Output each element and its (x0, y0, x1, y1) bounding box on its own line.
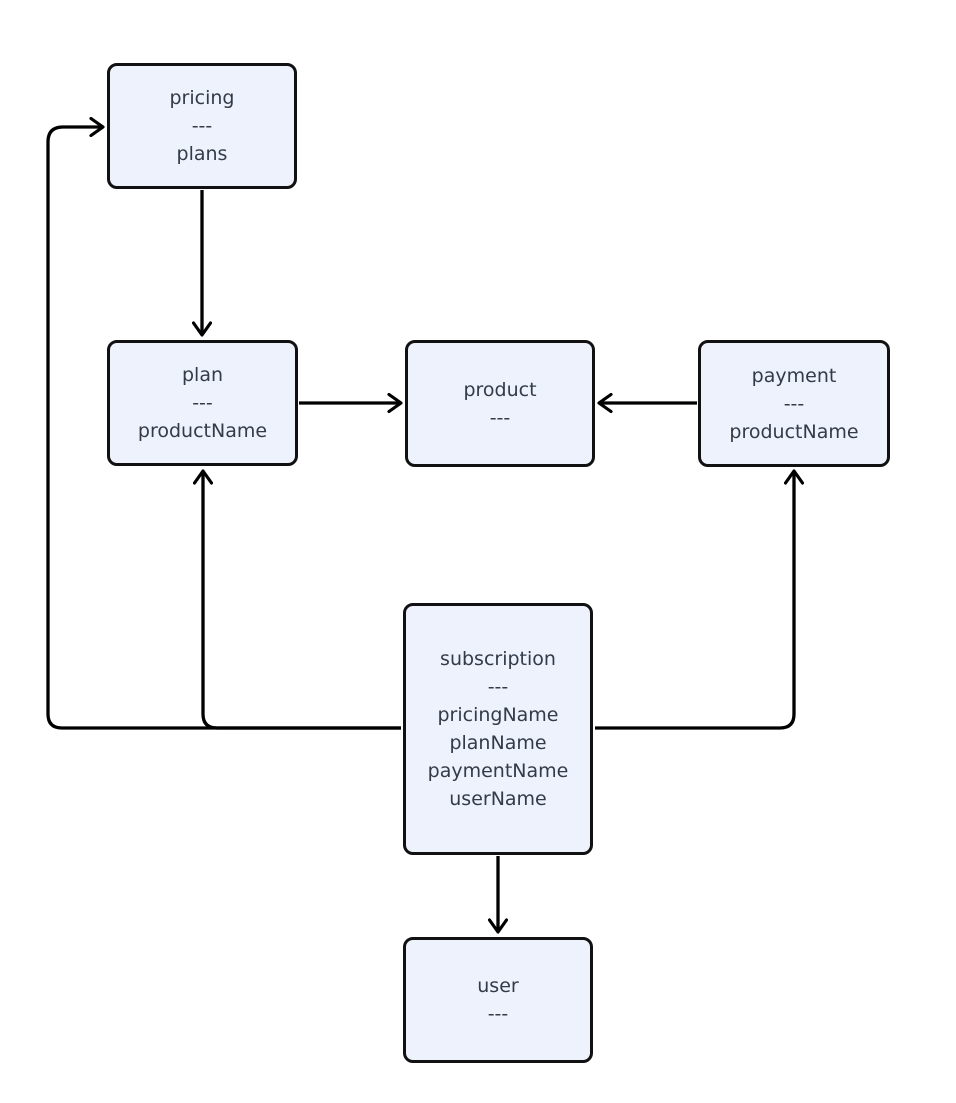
node-attribute: productName (729, 420, 859, 443)
node-attribute: pricingName (437, 704, 559, 726)
node-separator: --- (487, 1003, 509, 1025)
node-subscription: subscription --- pricingName planName pa… (403, 603, 593, 855)
node-title: product (463, 378, 537, 401)
edge-subscription-pricing (46, 127, 401, 730)
node-attribute: paymentName (427, 760, 569, 782)
node-title: plan (181, 364, 224, 386)
node-title: subscription (440, 648, 556, 670)
node-separator: --- (783, 392, 805, 415)
node-attribute: planName (449, 732, 547, 754)
node-separator: --- (191, 115, 213, 137)
node-attribute: plans (176, 143, 228, 165)
node-pricing: pricing --- plans (107, 63, 297, 189)
node-attribute: productName (137, 420, 268, 442)
node-attribute: userName (449, 788, 547, 810)
node-separator: --- (487, 676, 509, 698)
node-separator: --- (192, 392, 213, 414)
node-title: pricing (169, 87, 235, 109)
node-product: product --- (405, 340, 595, 467)
node-payment: payment --- productName (698, 340, 890, 467)
edge-subscription-payment (595, 471, 794, 730)
node-plan: plan --- productName (107, 340, 298, 466)
node-title: payment (751, 364, 837, 387)
edge-subscription-plan (203, 471, 401, 730)
node-separator: --- (489, 406, 511, 429)
node-user: user --- (403, 937, 593, 1063)
node-title: user (477, 975, 519, 997)
